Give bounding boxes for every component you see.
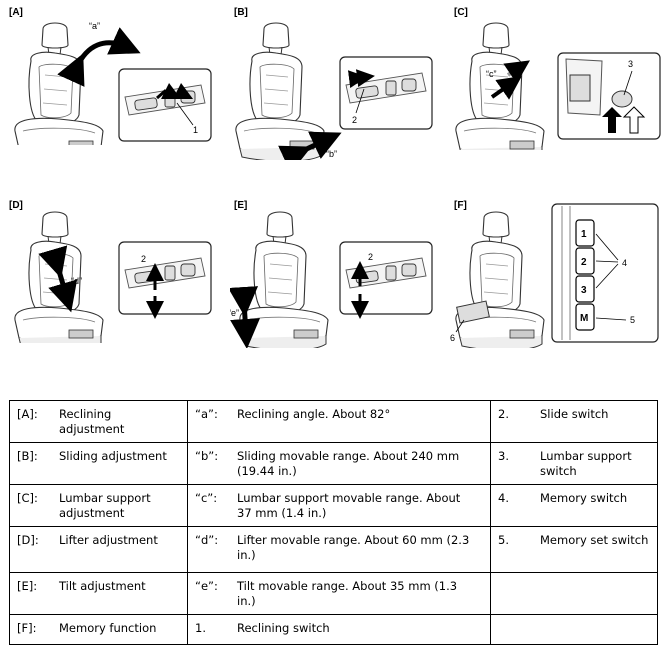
callout-1: 1 (193, 125, 198, 135)
legend-key: “a”: (195, 407, 218, 421)
legend-key: [E]: (17, 579, 38, 593)
callout-4: 4 (622, 258, 627, 268)
legend-key: “c”: (195, 491, 218, 505)
legend-value: Slide switch (540, 407, 609, 421)
legend-value: Lumbar support switch (540, 449, 632, 478)
legend-value: Lumbar support movable range. About 37 m… (237, 491, 461, 520)
panel-a: [A] “a” 1 (5, 5, 215, 162)
callout-c: “c” (486, 69, 497, 79)
callout-3: 3 (628, 59, 633, 69)
legend-cell: 5. Memory set switch (490, 526, 658, 573)
legend-value: Reclining angle. About 82° (237, 407, 391, 421)
legend-cell: 1. Reclining switch (187, 614, 491, 645)
legend-value: Lumbar support adjustment (59, 491, 151, 520)
legend-cell: 3. Lumbar support switch (490, 442, 658, 485)
memory-button-m: M (580, 313, 588, 324)
panel-d: [D] “d” 2 (5, 198, 215, 351)
memory-button-1: 1 (581, 229, 587, 240)
panel-label: [A] (9, 7, 23, 18)
seat-illustration: 2 “b” (235, 22, 433, 173)
legend-value: Reclining switch (237, 621, 330, 635)
legend-key: 4. (498, 491, 509, 505)
legend-key: 2. (498, 407, 509, 421)
seat-illustration: “e” 2 (228, 211, 433, 351)
legend-cell: 2. Slide switch (490, 400, 658, 443)
legend-key: “d”: (195, 533, 219, 547)
callout-e: “e” (230, 308, 239, 318)
legend-cell (490, 614, 658, 645)
panel-label: [E] (234, 200, 248, 211)
legend-key: [F]: (17, 621, 37, 635)
legend-key: 5. (498, 533, 509, 547)
callout-6: 6 (450, 333, 455, 343)
legend-key: [D]: (17, 533, 39, 547)
legend-value: Memory set switch (540, 533, 649, 547)
legend-cell: [D]: Lifter adjustment (9, 526, 188, 573)
legend-table: [A]: Reclining adjustment “a”: Reclining an… (9, 400, 658, 645)
legend-key: “e”: (195, 579, 218, 593)
legend-key: [C]: (17, 491, 38, 505)
callout-d: “d” (71, 276, 82, 286)
legend-row: [E]: Tilt adjustment “e”: Tilt movable rang… (9, 572, 658, 615)
panel-c: [C] “c” 3 (450, 5, 662, 162)
legend-cell: [C]: Lumbar support adjustment (9, 484, 188, 527)
legend-cell: [A]: Reclining adjustment (9, 400, 188, 443)
legend-cell: “a”: Reclining angle. About 82° (187, 400, 491, 443)
legend-value: Memory function (59, 621, 157, 635)
panel-f: [F] 6 1 2 3 M 4 5 (450, 198, 662, 351)
seat-illustration: “d” 2 (14, 211, 212, 351)
callout-2: 2 (141, 254, 146, 264)
legend-row: [C]: Lumbar support adjustment “c”: Lumbar … (9, 484, 658, 527)
panel-label: [F] (454, 200, 467, 211)
legend-cell: “b”: Sliding movable range. About 240 mm … (187, 442, 491, 485)
legend-cell: [F]: Memory function (9, 614, 188, 645)
panel-label: [D] (9, 200, 23, 211)
seat-illustration: “a” 1 (14, 21, 212, 162)
legend-cell: “c”: Lumbar support movable range. About … (187, 484, 491, 527)
legend-cell: [B]: Sliding adjustment (9, 442, 188, 485)
legend-row: [B]: Sliding adjustment “b”: Sliding movabl… (9, 442, 658, 485)
memory-button-3: 3 (581, 285, 587, 296)
legend-value: Memory switch (540, 491, 628, 505)
panel-e: [E] “e” 2 (228, 198, 440, 351)
legend-row: [F]: Memory function 1. Reclining switch (9, 614, 658, 645)
legend-value: Reclining adjustment (59, 407, 125, 436)
legend-row: [A]: Reclining adjustment “a”: Reclining an… (9, 400, 658, 443)
legend-cell: “d”: Lifter movable range. About 60 mm (2… (187, 526, 491, 573)
panel-label: [B] (234, 7, 248, 18)
callout-2: 2 (352, 115, 357, 125)
legend-cell: 4. Memory switch (490, 484, 658, 527)
legend-cell: [E]: Tilt adjustment (9, 572, 188, 615)
legend-key: 1. (195, 621, 206, 635)
callout-2: 2 (368, 252, 373, 262)
seat-illustration: 6 1 2 3 M 4 5 (450, 203, 659, 351)
legend-cell: “e”: Tilt movable range. About 35 mm (1.3… (187, 572, 491, 615)
legend-cell (490, 572, 658, 615)
legend-key: “b”: (195, 449, 219, 463)
legend-value: Lifter movable range. About 60 mm (2.3 i… (237, 533, 470, 562)
panel-label: [C] (454, 7, 468, 18)
legend-value: Tilt adjustment (59, 579, 146, 593)
legend-value: Sliding adjustment (59, 449, 167, 463)
memory-button-2: 2 (581, 257, 587, 268)
legend-key: 3. (498, 449, 509, 463)
callout-b: “b” (326, 149, 337, 159)
legend-value: Sliding movable range. About 240 mm (19.… (237, 449, 460, 478)
legend-key: [A]: (17, 407, 38, 421)
legend-value: Lifter adjustment (59, 533, 158, 547)
seat-illustration: “c” 3 (455, 22, 661, 162)
callout-5: 5 (630, 315, 635, 325)
panel-b: [B] 2 “b” (230, 5, 440, 173)
legend-row: [D]: Lifter adjustment “d”: Lifter movable … (9, 526, 658, 573)
legend-key: [B]: (17, 449, 38, 463)
legend-value: Tilt movable range. About 35 mm (1.3 in.… (237, 579, 458, 608)
callout-a: “a” (89, 21, 100, 31)
